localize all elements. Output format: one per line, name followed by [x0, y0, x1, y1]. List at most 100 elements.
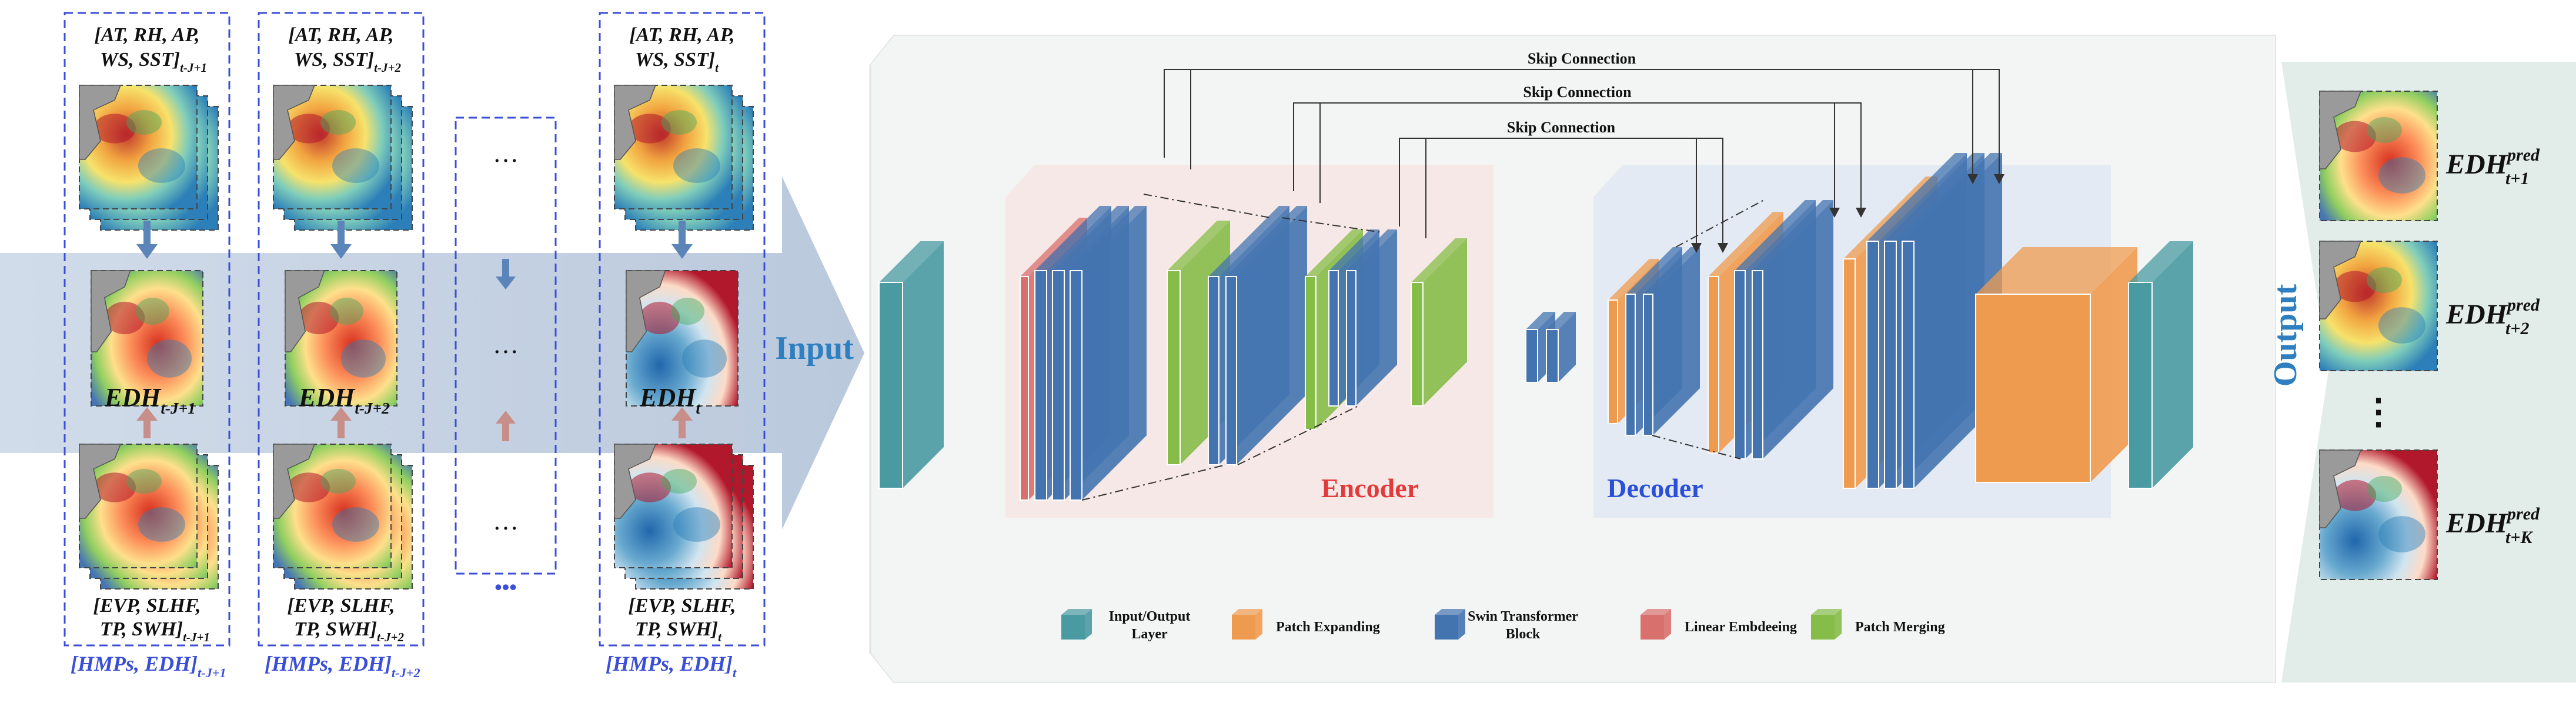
group-caption: [HMPs, EDH]t — [606, 652, 737, 680]
legend-swatch-side — [1664, 609, 1671, 640]
edh-map — [285, 270, 397, 407]
block-top — [1867, 153, 1967, 241]
map-blob — [629, 472, 671, 502]
legend-swatch-top — [1811, 609, 1842, 615]
map-blob — [138, 507, 185, 542]
map-blob — [104, 301, 145, 335]
legend-label: Input/Output — [1109, 609, 1191, 624]
land-mass — [614, 444, 657, 519]
output-map — [2319, 449, 2438, 580]
map-blob — [2378, 516, 2425, 552]
block-front — [1305, 276, 1317, 430]
legend-swatch — [1811, 615, 1835, 640]
block-top — [1070, 206, 1147, 271]
block-side — [1558, 312, 1576, 382]
legend-swatch-top — [1641, 609, 1671, 615]
legend-swatch-top — [1061, 609, 1092, 615]
map-blob — [2334, 271, 2376, 302]
legend-swatch-side — [1458, 609, 1465, 640]
group-caption: [HMPs, EDH]t-J+2 — [265, 652, 420, 680]
map-blob — [93, 114, 136, 144]
edh-label: EDHt-J+2 — [298, 383, 390, 417]
block-top — [1643, 247, 1700, 294]
block-front — [1734, 270, 1746, 459]
connector-line — [1143, 194, 1271, 218]
skip-arrowhead — [1691, 243, 1702, 253]
patch-merging-block — [1411, 238, 1467, 407]
bottleneck-block — [1546, 312, 1576, 383]
legend-swatch — [1435, 615, 1458, 640]
output-label: Output — [2267, 284, 2304, 387]
block-front — [1052, 270, 1065, 501]
skip-connection-label: Skip Connection — [1528, 50, 1636, 67]
ellipsis-column: ………••• — [455, 116, 557, 599]
legend-label: Block — [1506, 627, 1541, 642]
map-blob — [332, 507, 379, 542]
legend-item: Linear Embdeeing — [1641, 609, 1797, 640]
skip-connection-label: Skip Connection — [1507, 119, 1616, 136]
bottom-vars-text: TP, SWH]t — [635, 618, 722, 644]
map-blob — [320, 110, 356, 135]
map-blob — [2378, 157, 2425, 194]
swin-block — [1070, 206, 1147, 501]
up-arrow-head — [496, 411, 516, 424]
legend-label: Patch Expanding — [1276, 620, 1380, 635]
map-blob — [320, 469, 356, 494]
block-front — [1346, 270, 1357, 407]
block-top — [1526, 312, 1555, 329]
up-arrow-head — [330, 407, 352, 421]
map-blob — [639, 301, 680, 335]
legend-label: Layer — [1131, 627, 1168, 642]
map-tile — [79, 444, 198, 568]
bottom-vars-text: TP, SWH]t-J+1 — [100, 618, 210, 644]
map-blob — [661, 110, 697, 135]
map-blob — [288, 472, 330, 502]
block-side — [1237, 206, 1307, 465]
map-blob — [332, 148, 379, 183]
up-arrow-head — [671, 407, 693, 421]
group-caption: [HMPs, EDH]t-J+1 — [71, 652, 226, 680]
legend-label: Swin Transformer — [1468, 609, 1578, 624]
block-front — [1625, 294, 1636, 436]
ellipsis-frame — [455, 116, 557, 575]
map-tile — [273, 85, 392, 209]
skip-line — [1399, 138, 1723, 250]
map-blob — [2367, 117, 2402, 143]
swin-block — [1225, 206, 1307, 465]
skip-arrowhead — [1994, 174, 2004, 184]
block-front — [1546, 329, 1559, 383]
land-mass — [626, 270, 666, 352]
block-top — [1976, 247, 2137, 294]
edh-label: EDHt — [639, 383, 701, 417]
map-blob — [330, 298, 363, 325]
block-front — [1975, 294, 2091, 483]
ellipsis-text: … — [493, 139, 519, 168]
block-front — [1643, 294, 1653, 436]
land-mass — [79, 85, 122, 160]
swin-block — [1346, 229, 1397, 407]
input-flow-arrow — [0, 176, 864, 530]
top-vars-text: WS, SST]t-J+2 — [294, 49, 401, 75]
map-blob — [2378, 307, 2425, 344]
legend-label: Patch Merging — [1855, 620, 1945, 635]
map-stack — [273, 444, 413, 590]
map-tile — [273, 444, 392, 568]
block-front — [1866, 241, 1879, 489]
swin-block — [1643, 247, 1700, 436]
block-front — [1843, 258, 1856, 489]
map-blob — [288, 114, 330, 144]
skip-connection-label: Skip Connection — [1523, 84, 1632, 101]
block-front — [1708, 276, 1719, 454]
legend-swatch-side — [1255, 609, 1262, 640]
decoder-label: Decoder — [1607, 473, 1703, 503]
legend-swatch-side — [1085, 609, 1092, 640]
bottom-vars-text: TP, SWH]t-J+2 — [294, 618, 405, 644]
map-blob — [126, 110, 162, 135]
block-top — [1608, 259, 1659, 300]
